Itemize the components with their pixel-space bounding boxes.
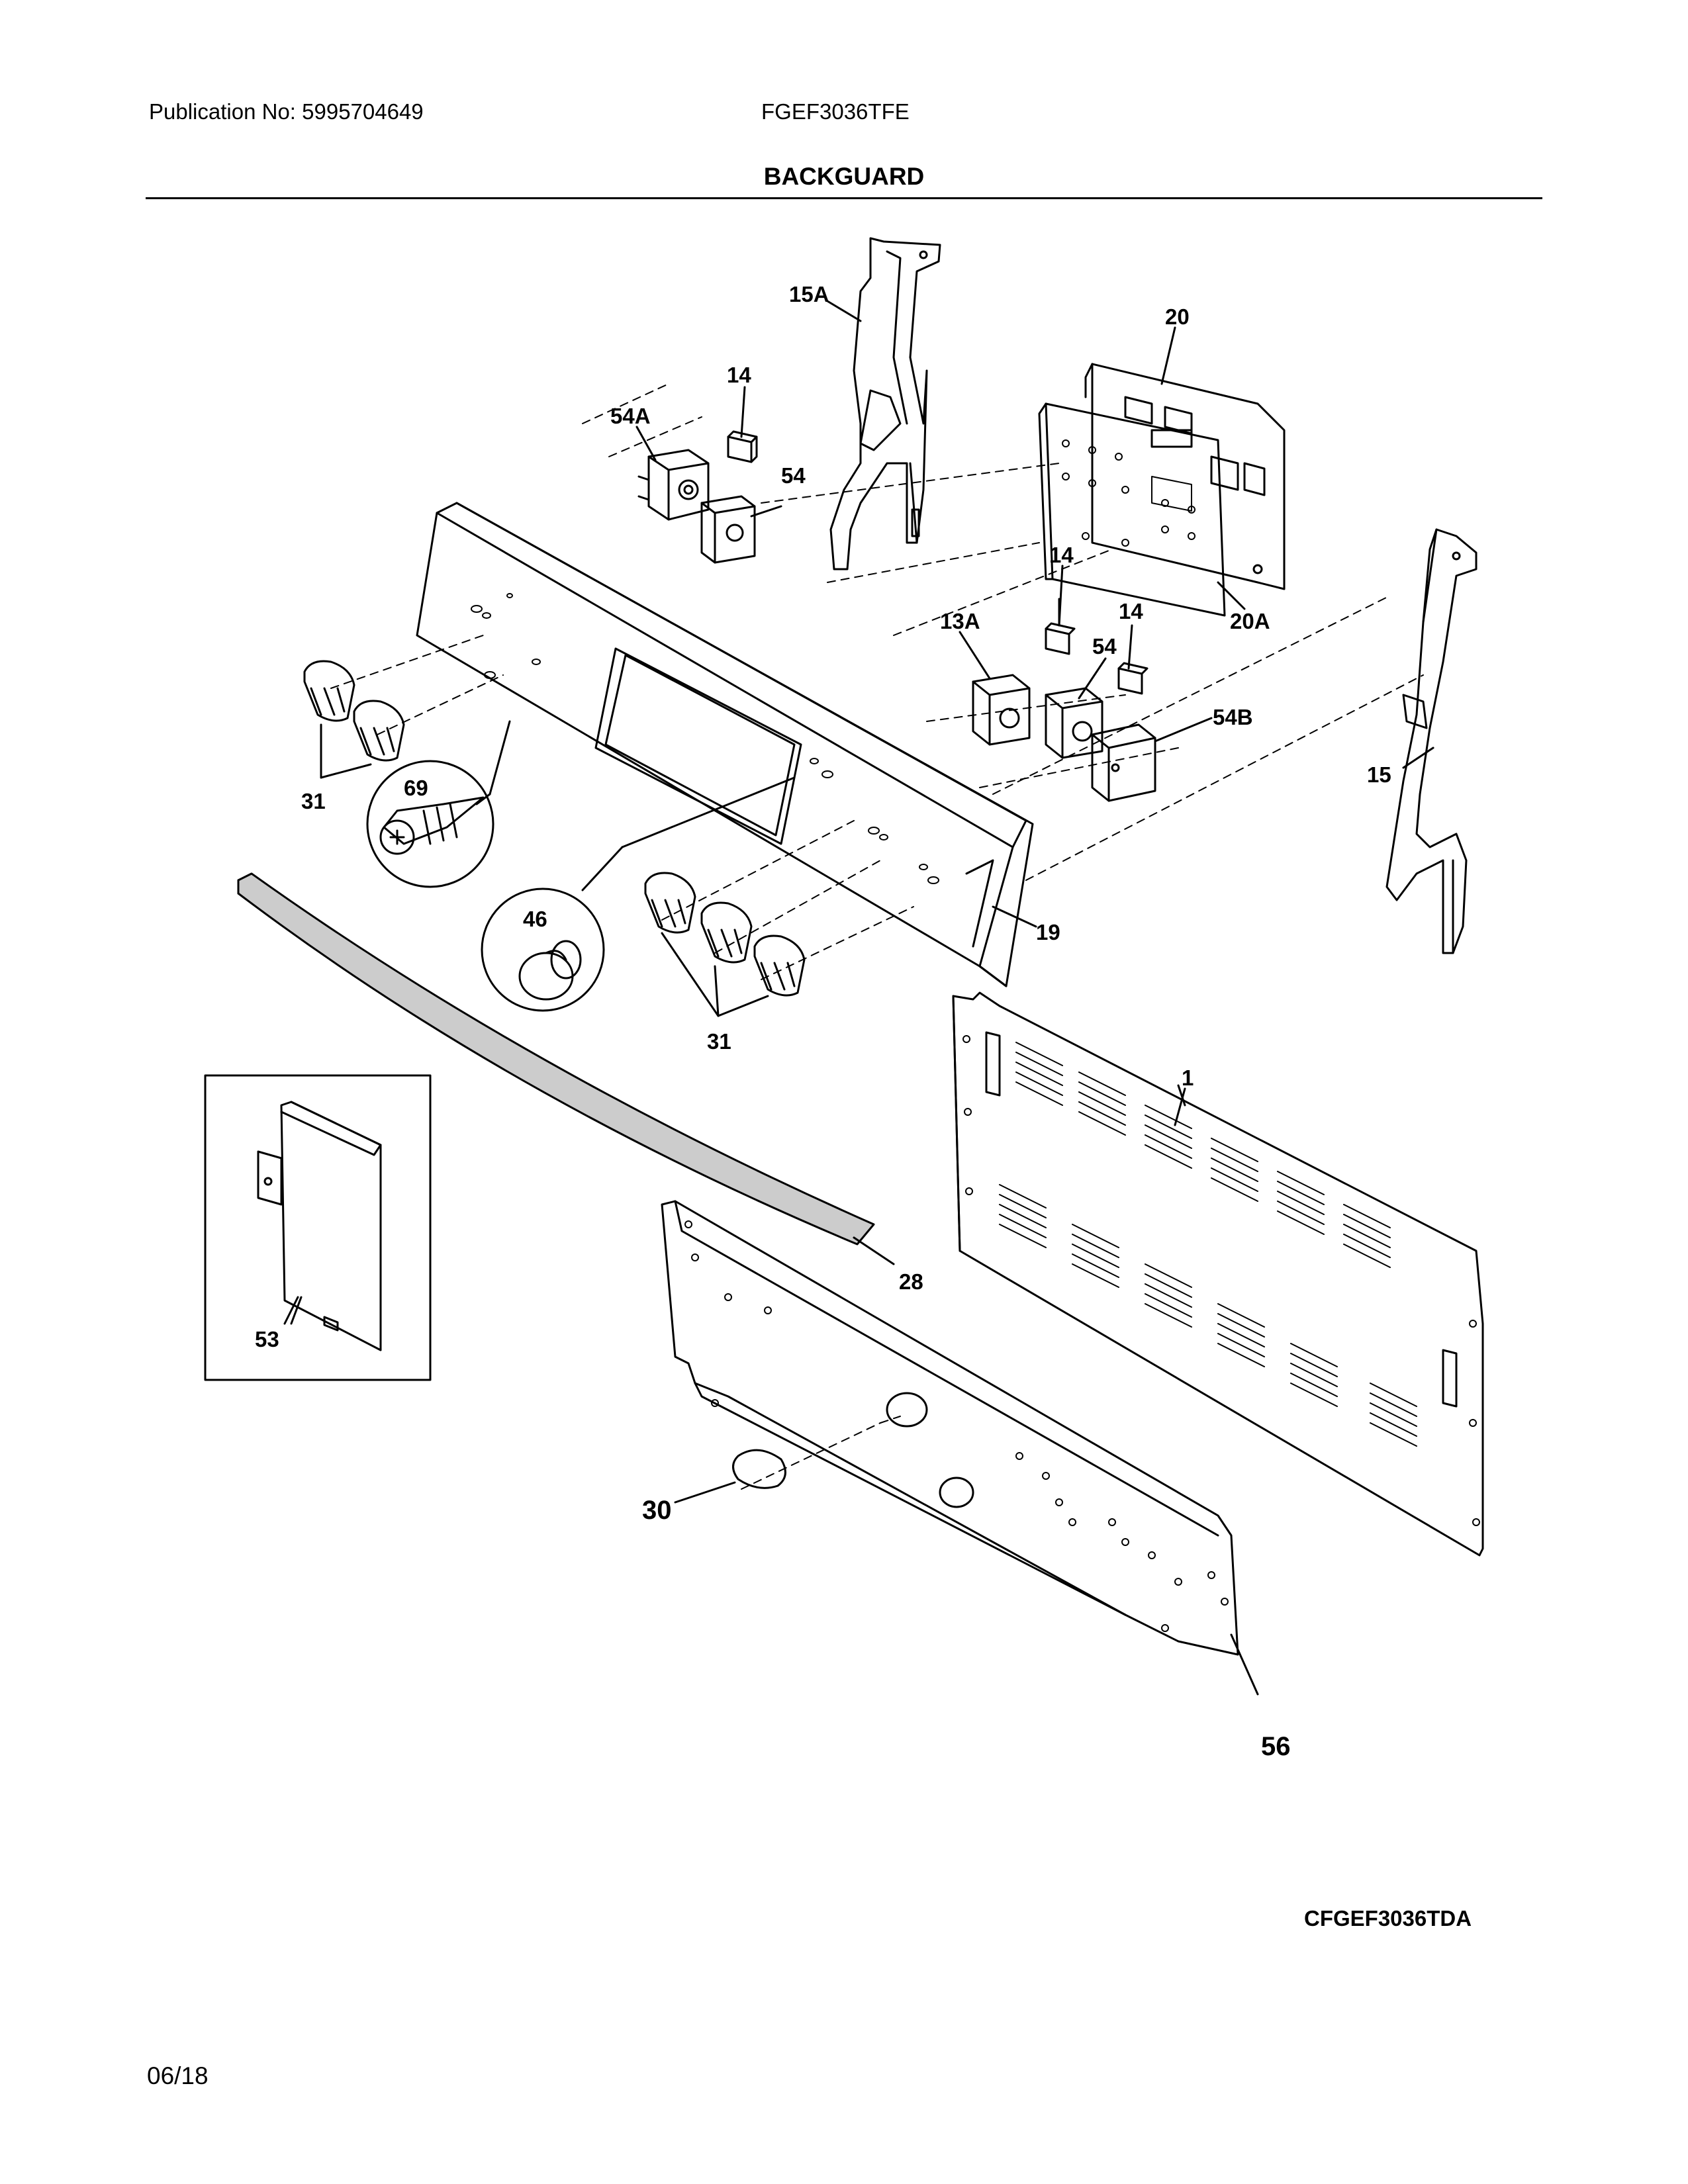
rear-panel-1 xyxy=(952,991,1484,1557)
detail-plug-46 xyxy=(481,776,796,1012)
callout-69: 69 xyxy=(404,776,428,800)
callout-56: 56 xyxy=(1261,1732,1291,1761)
electronic-control-board xyxy=(1084,363,1286,590)
knob-31-c xyxy=(644,872,696,934)
knob-31-b xyxy=(353,700,405,762)
knob-leader-lines xyxy=(320,723,769,1017)
model-number: FGEF3036TFE xyxy=(761,99,910,124)
plug-30 xyxy=(674,1449,786,1504)
callout-13A: 13A xyxy=(940,609,980,633)
callout-14-right: 14 xyxy=(1119,599,1143,623)
end-bracket-right xyxy=(1385,528,1477,954)
callout-54-upper: 54 xyxy=(781,463,806,488)
callout-46: 46 xyxy=(523,907,547,931)
switch-13A xyxy=(972,674,1031,746)
rear-bracket-56 xyxy=(661,1200,1259,1696)
callout-53: 53 xyxy=(255,1327,279,1351)
inset-box-53 xyxy=(204,1074,432,1381)
control-overlay-panel xyxy=(1038,402,1226,617)
vent-slots xyxy=(999,1042,1417,1447)
header-rule xyxy=(146,197,1542,199)
diagram-code: CFGEF3036TDA xyxy=(1304,1906,1472,1931)
callout-14-mid: 14 xyxy=(1049,543,1074,567)
callout-19: 19 xyxy=(1036,920,1060,944)
switch-54-upper xyxy=(700,495,756,564)
callout-31-right: 31 xyxy=(707,1029,731,1054)
callout-20: 20 xyxy=(1165,304,1190,329)
callout-15A: 15A xyxy=(789,282,829,306)
detail-screw-69 xyxy=(366,720,511,888)
leader-lines xyxy=(283,300,1434,1325)
alignment-lines xyxy=(330,383,1424,1490)
knob-31-e xyxy=(753,934,806,997)
callout-1: 1 xyxy=(1182,1066,1194,1090)
callout-31-left: 31 xyxy=(301,789,326,813)
callout-54B: 54B xyxy=(1213,705,1253,729)
publication-number: Publication No: 5995704649 xyxy=(149,99,424,124)
callout-15: 15 xyxy=(1367,762,1391,787)
switch-54B xyxy=(1091,723,1156,802)
callout-54-mid: 54 xyxy=(1092,634,1117,659)
switch-54A xyxy=(637,449,710,521)
callout-14-upper: 14 xyxy=(727,363,751,387)
relay-14-right xyxy=(1117,662,1149,695)
control-panel-19 xyxy=(416,502,1034,987)
callout-30: 30 xyxy=(642,1496,672,1525)
relay-14-upper xyxy=(727,430,758,463)
section-title: BACKGUARD xyxy=(763,163,925,190)
revision-date: 06/18 xyxy=(147,2062,209,2089)
end-bracket-left xyxy=(829,237,941,570)
knob-31-d xyxy=(700,901,753,964)
knob-31-a xyxy=(303,660,355,722)
trim-strip-28 xyxy=(237,872,895,1265)
callout-54A: 54A xyxy=(610,404,651,428)
callout-20A: 20A xyxy=(1230,609,1270,633)
callout-28: 28 xyxy=(899,1269,923,1294)
